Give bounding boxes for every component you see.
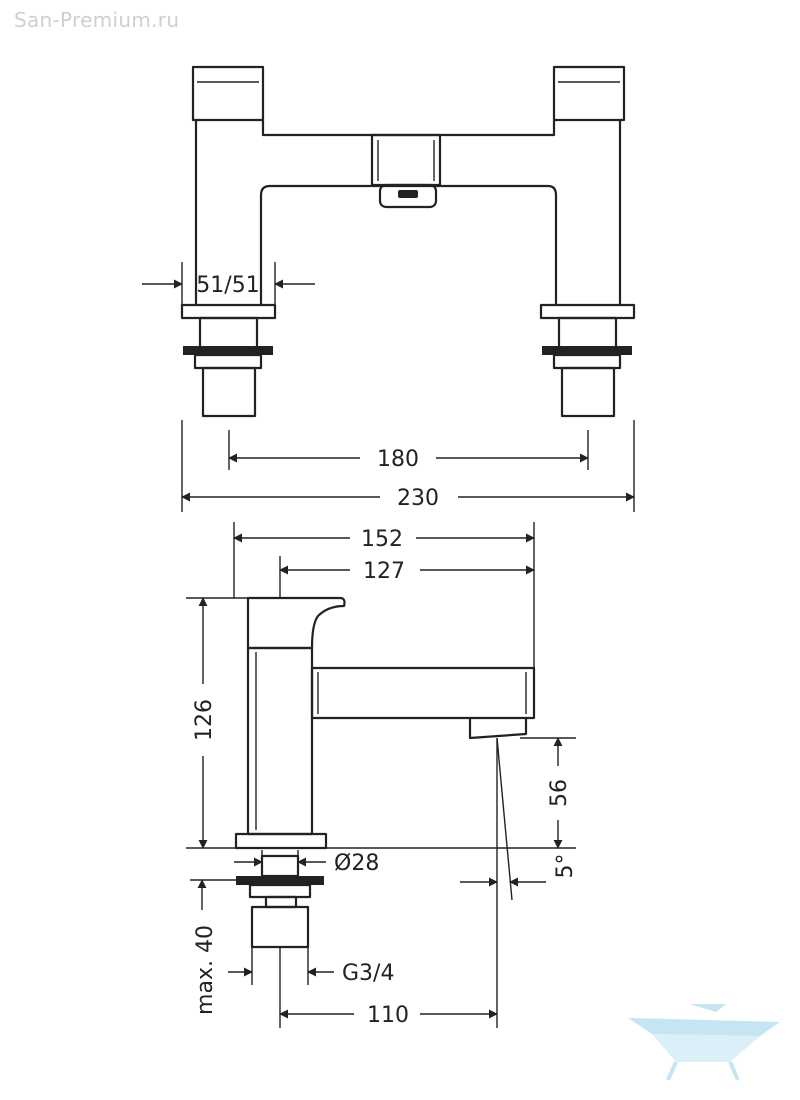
side-spout-outlet: [468, 718, 528, 740]
front-view: 51/51 180 230: [142, 65, 636, 512]
left-flange: [180, 303, 277, 320]
side-nut: [236, 876, 324, 885]
watermark-text: San-Premium.ru: [14, 8, 180, 32]
side-body: [246, 646, 314, 836]
right-nut: [542, 346, 632, 355]
right-connector: [560, 366, 616, 418]
dim-g3-4: G3/4: [342, 961, 394, 986]
right-handle-cap: [552, 65, 626, 122]
dim-230: 230: [397, 486, 439, 511]
side-handle: [246, 596, 346, 650]
side-flange: [234, 832, 328, 850]
dim-127: 127: [363, 559, 405, 584]
left-connector: [201, 366, 257, 418]
left-nut: [183, 346, 273, 355]
dim-5-deg: 5°: [553, 854, 578, 879]
side-spout: [310, 666, 536, 720]
left-handle-cap: [191, 65, 265, 122]
dim-max-40: max. 40: [193, 925, 218, 1015]
dim-126: 126: [192, 699, 217, 741]
front-spout-body: [370, 133, 442, 187]
right-flange: [539, 303, 636, 320]
bathtub-logo-icon: [628, 1004, 780, 1081]
dim-51-51: 51/51: [196, 273, 259, 298]
side-connector: [250, 905, 310, 949]
dim-110: 110: [367, 1003, 409, 1028]
dim-56: 56: [547, 779, 572, 807]
front-aerator: [378, 183, 438, 209]
side-view: 152 127 126 56 5° Ø28 max. 40: [186, 522, 578, 1028]
dim-diameter-28: Ø28: [334, 851, 379, 876]
dim-152: 152: [361, 527, 403, 552]
dim-180: 180: [377, 447, 419, 472]
